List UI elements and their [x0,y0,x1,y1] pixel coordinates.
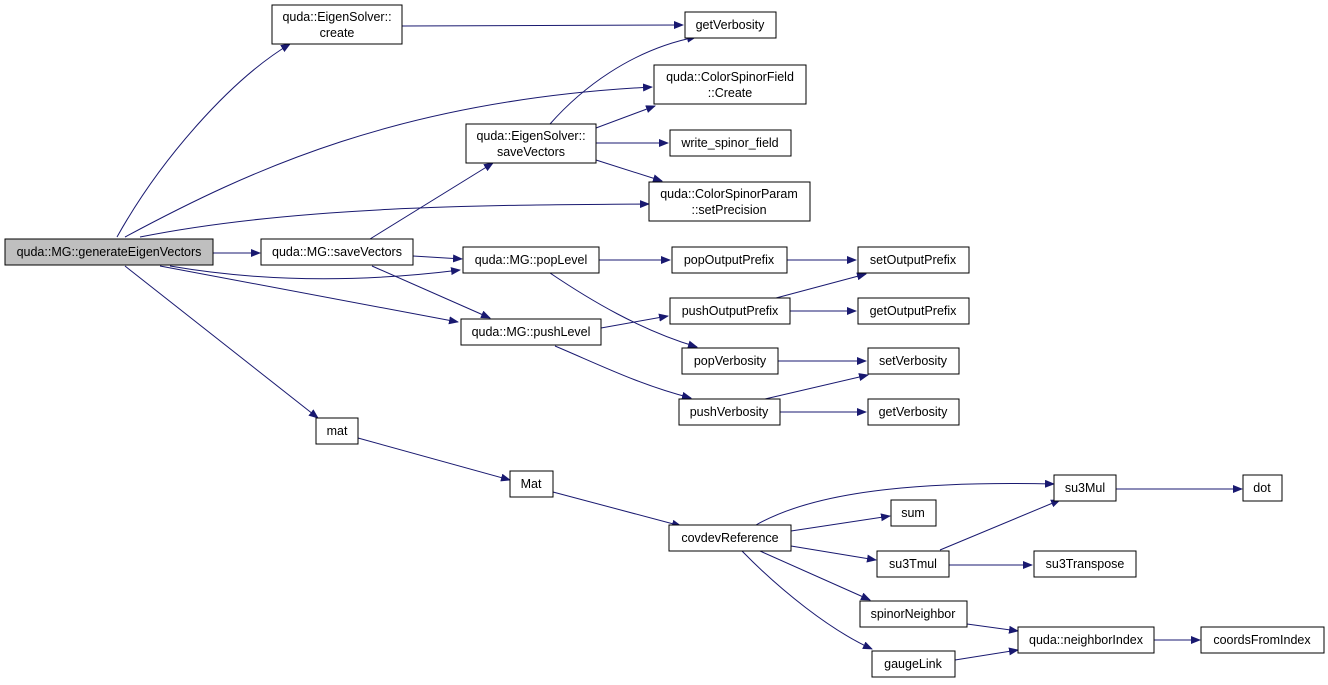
node-mg-push-level[interactable]: quda::MG::pushLevel [460,318,602,346]
edge-eigsave-to-csfcreate [595,105,656,129]
node-label: gaugeLink [884,657,942,671]
node-label: dot [1253,481,1271,495]
node-get-output-prefix[interactable]: getOutputPrefix [857,297,970,325]
node-gauge-link[interactable]: gaugeLink [871,650,956,678]
node-get-verbosity-bottom[interactable]: getVerbosity [867,398,960,426]
edge-generate-to-eigcreate [116,43,291,238]
node-label: setOutputPrefix [870,253,957,267]
node-label: pushOutputPrefix [682,304,779,318]
node-set-output-prefix[interactable]: setOutputPrefix [857,246,970,274]
node-label: quda::MG::generateEigenVectors [17,245,202,259]
node-label-line2: ::setPrecision [691,203,766,217]
node-generate-eigen-vectors[interactable]: quda::MG::generateEigenVectors [4,238,214,266]
edge-eigsave-to-getverbosity [549,34,697,125]
node-label: popVerbosity [694,354,767,368]
node-label: coordsFromIndex [1213,633,1311,647]
node-pop-output-prefix[interactable]: popOutputPrefix [671,246,788,274]
node-label: Mat [521,477,542,491]
node-label-line1: quda::EigenSolver:: [476,129,585,143]
node-eigensolver-save-vectors[interactable]: quda::EigenSolver:: saveVectors [465,123,597,164]
node-coords-from-index[interactable]: coordsFromIndex [1200,626,1325,654]
edges [116,21,1243,661]
edge-gaugelink-to-neighborindex [954,647,1019,661]
node-push-verbosity[interactable]: pushVerbosity [678,398,781,426]
node-label: spinorNeighbor [871,607,956,621]
edge-covdev-to-gaugelink [741,550,873,650]
node-label: setVerbosity [879,354,948,368]
node-label: mat [327,424,348,438]
node-spinor-neighbor[interactable]: spinorNeighbor [859,600,968,628]
node-write-spinor-field[interactable]: write_spinor_field [669,129,792,157]
edge-generate-to-mat [124,265,319,419]
node-pop-verbosity[interactable]: popVerbosity [681,347,779,375]
edge-mat-upper-to-covdev [552,491,682,528]
edge-mgsave-to-poplevel [412,254,463,263]
edge-generate-to-csfcreate [124,83,653,238]
node-su3tmul[interactable]: su3Tmul [876,550,950,578]
edge-poplevel-to-popverbosity [549,272,698,349]
edge-pushoutputprefix-to-setoutputprefix [775,272,867,299]
node-label: su3Mul [1065,481,1105,495]
node-mg-pop-level[interactable]: quda::MG::popLevel [462,246,600,274]
node-mat-lower[interactable]: mat [315,417,359,445]
edge-eigcreate-to-getverbosity [401,21,684,30]
node-label-line1: quda::EigenSolver:: [282,10,391,24]
node-label: pushVerbosity [690,405,769,419]
edge-generate-to-pushlevel [159,265,459,325]
node-label-line2: create [320,26,355,40]
edge-covdev-to-su3mul [755,479,1055,526]
edge-eigsave-to-setprecision [595,159,663,183]
edge-covdev-to-sum [790,513,891,532]
node-label: sum [901,506,925,520]
node-dot[interactable]: dot [1242,474,1283,502]
node-get-verbosity-top[interactable]: getVerbosity [684,11,777,39]
node-label: write_spinor_field [680,136,778,150]
node-label-line2: ::Create [708,86,753,100]
node-label: quda::neighborIndex [1029,633,1144,647]
node-su3transpose[interactable]: su3Transpose [1033,550,1137,578]
node-colorspinorfield-create[interactable]: quda::ColorSpinorField ::Create [653,64,807,105]
node-eigensolver-create[interactable]: quda::EigenSolver:: create [271,4,403,45]
node-label: quda::MG::pushLevel [472,325,591,339]
node-label: getVerbosity [879,405,949,419]
node-label: getVerbosity [696,18,766,32]
edge-generate-to-setprecision [139,200,650,238]
edge-mgsave-to-pushlevel [371,265,491,319]
node-set-verbosity[interactable]: setVerbosity [867,347,960,375]
node-neighbor-index[interactable]: quda::neighborIndex [1017,626,1155,654]
node-su3mul[interactable]: su3Mul [1053,474,1117,502]
edge-generate-to-poplevel [169,265,461,280]
edge-mat-lower-to-mat-upper [357,437,511,482]
edge-mgsave-to-eigsave [369,162,494,240]
node-label-line1: quda::ColorSpinorField [666,70,794,84]
node-covdev-reference[interactable]: covdevReference [668,524,792,552]
edge-su3tmul-to-su3mul [939,499,1061,551]
edge-covdev-to-spinorneighbor [759,550,871,601]
edge-covdev-to-su3tmul [790,545,877,563]
node-label: su3Tmul [889,557,937,571]
node-sum[interactable]: sum [890,499,937,527]
node-label-line2: saveVectors [497,145,565,159]
node-label: quda::MG::popLevel [475,253,588,267]
node-push-output-prefix[interactable]: pushOutputPrefix [669,297,791,325]
node-label: popOutputPrefix [684,253,775,267]
node-label-line1: quda::ColorSpinorParam [660,187,798,201]
edge-pushverbosity-to-setverbosity [764,373,869,400]
node-mat-upper[interactable]: Mat [509,470,554,498]
edge-pushlevel-to-pushoutputprefix [600,313,669,329]
node-colorspinorparam-setprecision[interactable]: quda::ColorSpinorParam ::setPrecision [648,181,811,222]
node-label: quda::MG::saveVectors [272,245,402,259]
node-mg-save-vectors[interactable]: quda::MG::saveVectors [260,238,414,266]
node-label: covdevReference [681,531,778,545]
node-label: su3Transpose [1046,557,1125,571]
edge-pushlevel-to-pushverbosity [554,345,692,400]
edge-spinorneighbor-to-neighborindex [966,623,1019,634]
node-label: getOutputPrefix [870,304,958,318]
